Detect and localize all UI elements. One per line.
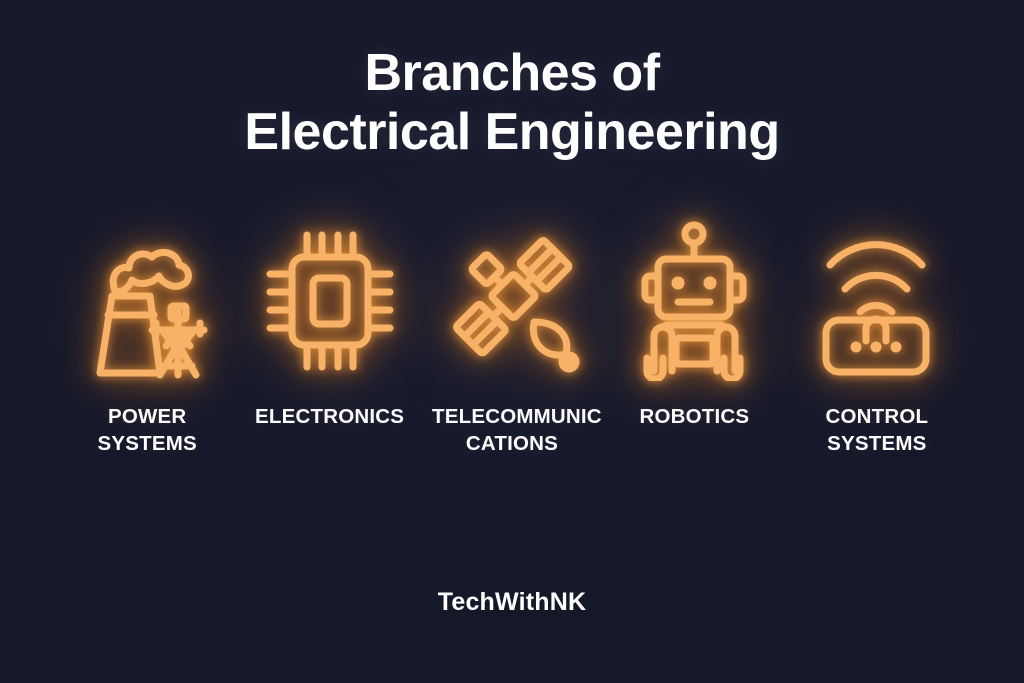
title-line-1: Branches of [364,44,660,102]
branch-item-power-systems[interactable]: POWER SYSTEMS [56,221,238,457]
branch-label: TELECOMMUNIC CATIONS [432,404,602,455]
branch-item-electronics[interactable]: ELECTRONICS [238,221,420,430]
power-plant-icon [96,248,208,379]
microchip-icon [266,231,394,371]
page-title: Branches of Electrical Engineering [244,44,780,163]
icon-container [632,221,757,381]
icon-container [266,221,394,381]
icon-container [814,221,939,381]
branch-item-control-systems[interactable]: CONTROL SYSTEMS [786,221,968,457]
title-line-2: Electrical Engineering [244,103,780,162]
branch-item-robotics[interactable]: ROBOTICS [603,221,785,430]
robot-icon [641,221,747,381]
branch-label: ROBOTICS [639,404,750,428]
satellite-icon [453,236,580,373]
branch-item-telecommunications[interactable]: TELECOMMUNIC CATIONS [421,221,603,457]
branch-label: ELECTRONICS [255,404,405,428]
icon-container [442,221,582,381]
brand-footer: TechWithNK [437,588,587,616]
branches-row: POWER SYSTEMS [0,221,1024,457]
icon-container [82,221,212,381]
wireless-router-icon [822,241,930,376]
branch-label: POWER SYSTEMS [97,404,197,455]
branch-label: CONTROL SYSTEMS [825,404,929,455]
